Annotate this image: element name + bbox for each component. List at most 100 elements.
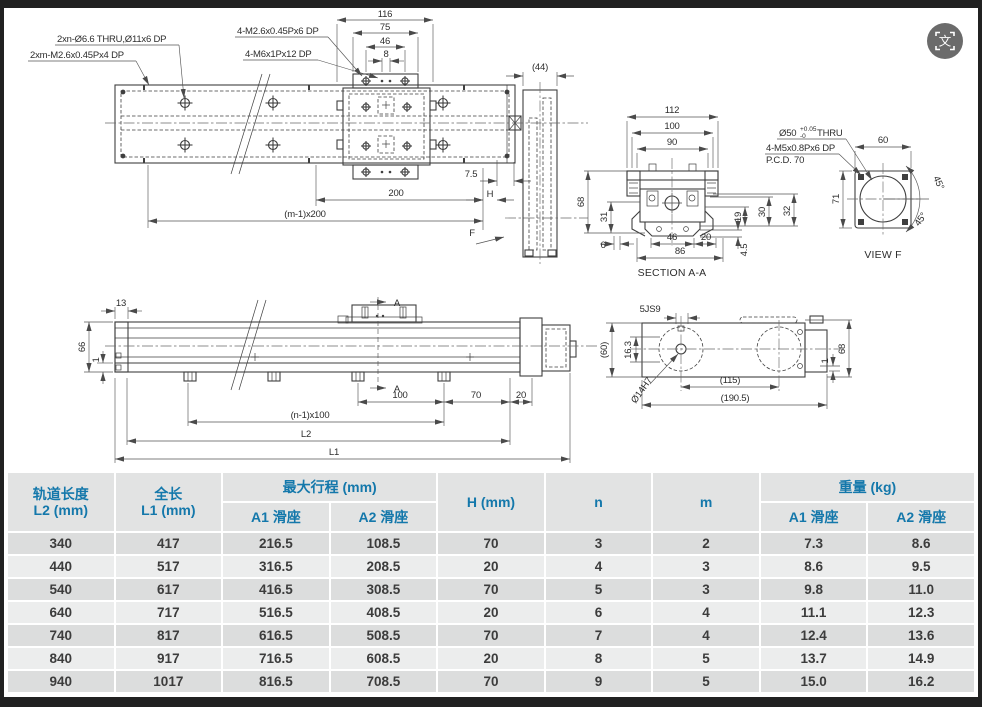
table-cell: 840 bbox=[8, 648, 114, 669]
table-cell: 616.5 bbox=[223, 625, 329, 646]
translate-icon[interactable]: 文 bbox=[927, 23, 963, 59]
dim-70: 70 bbox=[471, 390, 481, 401]
table-cell: 13.7 bbox=[760, 648, 867, 669]
table-cell: 917 bbox=[115, 648, 222, 669]
section-aa-title: SECTION A-A bbox=[638, 267, 707, 279]
table-cell: 12.4 bbox=[760, 625, 867, 646]
dim-4-5: 4.5 bbox=[739, 244, 750, 257]
section-marker-a-bottom: A bbox=[394, 384, 401, 395]
dim-46: 46 bbox=[667, 232, 677, 243]
table-cell: 8.6 bbox=[868, 533, 974, 554]
dim-key-5js9: 5JS9 bbox=[640, 304, 661, 315]
dim-6: 6 bbox=[600, 240, 605, 251]
col-header-l2-line1: 轨道长度 bbox=[32, 485, 89, 502]
dim-31: 31 bbox=[599, 212, 610, 222]
dim-13: 13 bbox=[116, 298, 126, 309]
table-cell: 516.5 bbox=[223, 602, 329, 623]
dim-7-5: 7.5 bbox=[465, 169, 478, 180]
table-cell: 70 bbox=[438, 533, 544, 554]
col-header-m: m bbox=[653, 473, 759, 531]
callout-bore-tol-plus: +0.05 bbox=[800, 126, 817, 133]
table-cell: 4 bbox=[653, 602, 759, 623]
table-cell: 20 bbox=[438, 648, 544, 669]
dim-71: 71 bbox=[831, 194, 842, 204]
dim-20: 20 bbox=[701, 232, 711, 243]
angle-45-upper: 45° bbox=[930, 174, 946, 191]
table-cell: 316.5 bbox=[223, 556, 329, 577]
table-cell: 20 bbox=[438, 556, 544, 577]
table-cell: 540 bbox=[8, 579, 114, 600]
dim-100-side: 100 bbox=[392, 390, 407, 401]
table-cell: 740 bbox=[8, 625, 114, 646]
callout-rail-thru-holes: 2xn-Ø6.6 THRU,Ø11x6 DP bbox=[57, 34, 166, 45]
col-header-h: H (mm) bbox=[438, 473, 544, 531]
dim-190-5: (190.5) bbox=[721, 393, 750, 404]
table-cell: 7 bbox=[545, 625, 652, 646]
table-cell: 15.0 bbox=[760, 671, 867, 692]
dim-44: (44) bbox=[532, 62, 548, 73]
table-cell: 11.1 bbox=[760, 602, 867, 623]
table-cell: 70 bbox=[438, 625, 544, 646]
table-cell: 14.9 bbox=[868, 648, 974, 669]
table-cell: 508.5 bbox=[330, 625, 437, 646]
table-cell: 3 bbox=[653, 556, 759, 577]
page-border-left bbox=[0, 0, 4, 707]
table-cell: 716.5 bbox=[223, 648, 329, 669]
spec-table: 轨道长度 L2 (mm) 全长 L1 (mm) 最大行程 (mm) H (mm)… bbox=[6, 471, 976, 694]
table-cell: 7.3 bbox=[760, 533, 867, 554]
table-cell: 708.5 bbox=[330, 671, 437, 692]
callout-carriage-tap-holes: 4-M2.6x0.45Px6 DP bbox=[237, 26, 319, 37]
table-cell: 416.5 bbox=[223, 579, 329, 600]
dim-66: 66 bbox=[77, 342, 88, 352]
col-header-l1-line2: L1 (mm) bbox=[141, 502, 196, 518]
table-cell: 517 bbox=[115, 556, 222, 577]
callout-rail-tap-holes: 2xm-M2.6x0.45Px4 DP bbox=[30, 50, 124, 61]
dim-86: 86 bbox=[675, 246, 685, 257]
table-cell: 5 bbox=[545, 579, 652, 600]
table-cell: 617 bbox=[115, 579, 222, 600]
table-cell: 11.0 bbox=[868, 579, 974, 600]
dim-l1: L1 bbox=[329, 447, 339, 458]
dim-19: 19 bbox=[733, 212, 744, 222]
table-cell: 408.5 bbox=[330, 602, 437, 623]
dim-112: 112 bbox=[665, 105, 680, 116]
dim-116: 116 bbox=[378, 9, 393, 20]
dim-20-side: 20 bbox=[516, 390, 526, 401]
view-f: Ø50 +0.05 -0 THRU 4-M5x0.8Px6 DP P.C.D. … bbox=[765, 126, 946, 261]
section-marker-a-top: A bbox=[394, 298, 401, 309]
dim-n-pitch: (n-1)x100 bbox=[291, 410, 330, 421]
table-cell: 8.6 bbox=[760, 556, 867, 577]
dim-46: 46 bbox=[380, 36, 390, 47]
dim-200: 200 bbox=[388, 188, 403, 199]
dim-75: 75 bbox=[380, 22, 390, 33]
section-aa-view: 112 100 90 68 31 6 46 20 86 4.5 19 30 32… bbox=[576, 105, 798, 279]
svg-text:文: 文 bbox=[939, 34, 952, 49]
table-cell: 13.6 bbox=[868, 625, 974, 646]
translate-icon-glyph: 文 bbox=[935, 31, 955, 51]
dim-68: 68 bbox=[576, 197, 587, 207]
view-f-title: VIEW F bbox=[864, 249, 901, 261]
dim-115: (115) bbox=[720, 375, 741, 386]
table-cell: 3 bbox=[545, 533, 652, 554]
col-header-l2: 轨道长度 L2 (mm) bbox=[8, 473, 114, 531]
table-cell: 216.5 bbox=[223, 533, 329, 554]
page-border-right bbox=[978, 0, 982, 707]
table-cell: 940 bbox=[8, 671, 114, 692]
table-cell: 108.5 bbox=[330, 533, 437, 554]
dim-8: 8 bbox=[383, 49, 388, 60]
callout-flange-tap: 4-M5x0.8Px6 DP bbox=[766, 143, 835, 154]
dim-h: H bbox=[487, 189, 494, 200]
table-cell: 608.5 bbox=[330, 648, 437, 669]
view-f-arrow-label: F bbox=[469, 228, 475, 239]
col-header-l2-line2: L2 (mm) bbox=[33, 502, 88, 518]
col-header-weight-a2: A2 滑座 bbox=[868, 503, 974, 531]
table-cell: 70 bbox=[438, 579, 544, 600]
dim-30: 30 bbox=[757, 207, 768, 217]
table-cell: 816.5 bbox=[223, 671, 329, 692]
table-cell: 5 bbox=[653, 671, 759, 692]
